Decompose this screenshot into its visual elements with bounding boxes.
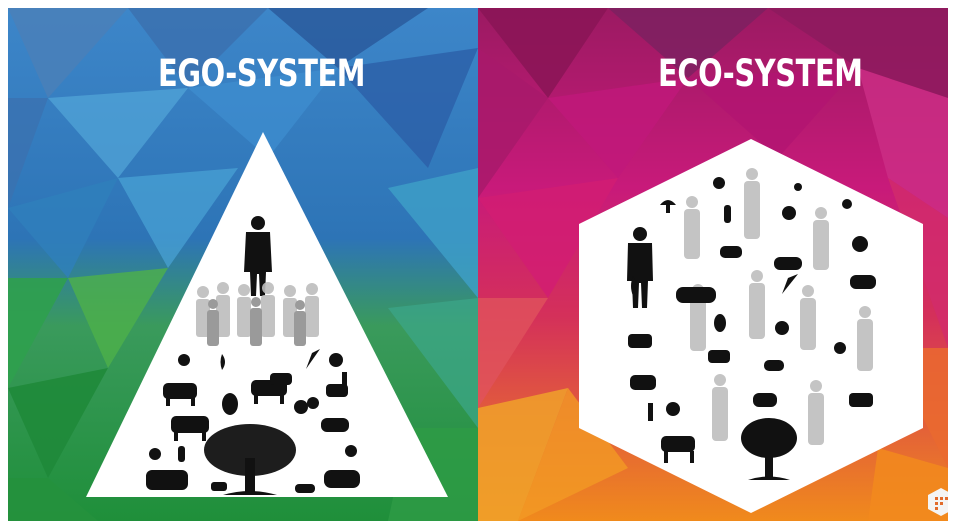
- eco-mushroom-icon: [660, 200, 676, 213]
- eco-carrot-icon: [782, 274, 798, 294]
- food-row-icons: [178, 349, 343, 370]
- grapes-icon: [345, 445, 357, 457]
- bull-icon: [171, 416, 209, 433]
- eco-goat-icon: [628, 334, 652, 348]
- ego-system-title: EGO-SYSTEM: [158, 52, 366, 95]
- goat-icon: [211, 482, 227, 491]
- eco-goat2-icon: [708, 350, 730, 363]
- eco-fruit-icon: [852, 236, 868, 252]
- eco-nut-icon: [713, 177, 725, 189]
- pear-icon: [222, 393, 238, 415]
- eco-pig-icon: [774, 257, 802, 270]
- eco-grapes-icon: [666, 402, 680, 416]
- eco-system-title: ECO-SYSTEM: [658, 52, 863, 95]
- apple-icon: [178, 354, 190, 366]
- corn-icon: [178, 446, 185, 462]
- eco-sheep2-icon: [850, 275, 876, 289]
- strawberry-icon: [149, 448, 161, 460]
- eco-sheep3-icon: [764, 360, 784, 371]
- eco-horse-icon: [849, 393, 873, 407]
- leader-person-icon: [244, 216, 272, 296]
- eco-wheat-icon: [648, 403, 653, 421]
- eco-ram-icon: [630, 375, 656, 390]
- sheep2-icon: [324, 470, 360, 488]
- eco-cherry-icon: [794, 183, 802, 191]
- pig-icon: [295, 484, 315, 493]
- peach-icon: [329, 353, 343, 367]
- nut-icon: [294, 400, 308, 414]
- eco-pear-icon: [714, 314, 726, 332]
- crowd-icon: [196, 282, 319, 337]
- bison-icon: [146, 470, 188, 490]
- eco-sheep4-icon: [753, 393, 777, 407]
- eco-bigpig-icon: [676, 287, 716, 303]
- crowd-front-icon: [207, 297, 306, 346]
- eco-sheep-icon: [720, 246, 742, 258]
- eco-pepper2-icon: [834, 342, 846, 354]
- eco-animals-food: [628, 177, 876, 463]
- eco-corn-icon: [724, 205, 731, 223]
- deer-icon: [270, 373, 292, 385]
- pepper-icon: [220, 354, 225, 370]
- carrot-icon: [306, 349, 320, 369]
- eco-strawberry-icon: [782, 206, 796, 220]
- sheep-icon: [321, 418, 349, 432]
- eco-apple-icon: [775, 321, 789, 335]
- eco-tree-icon: [741, 418, 797, 480]
- diagram-shapes: [86, 132, 923, 513]
- eco-people-light: [684, 168, 873, 445]
- slide: EGO-SYSTEM ECO-SYSTEM: [8, 8, 948, 521]
- cow-icon: [163, 383, 197, 399]
- tree-icon: [204, 424, 296, 495]
- animal-icons: [146, 372, 360, 493]
- eco-horse2-icon: [661, 436, 695, 452]
- logo-badge-icon: [928, 488, 948, 516]
- eco-pepper-icon: [631, 276, 636, 296]
- eco-lemon-icon: [842, 199, 852, 209]
- llama-icon: [326, 384, 348, 397]
